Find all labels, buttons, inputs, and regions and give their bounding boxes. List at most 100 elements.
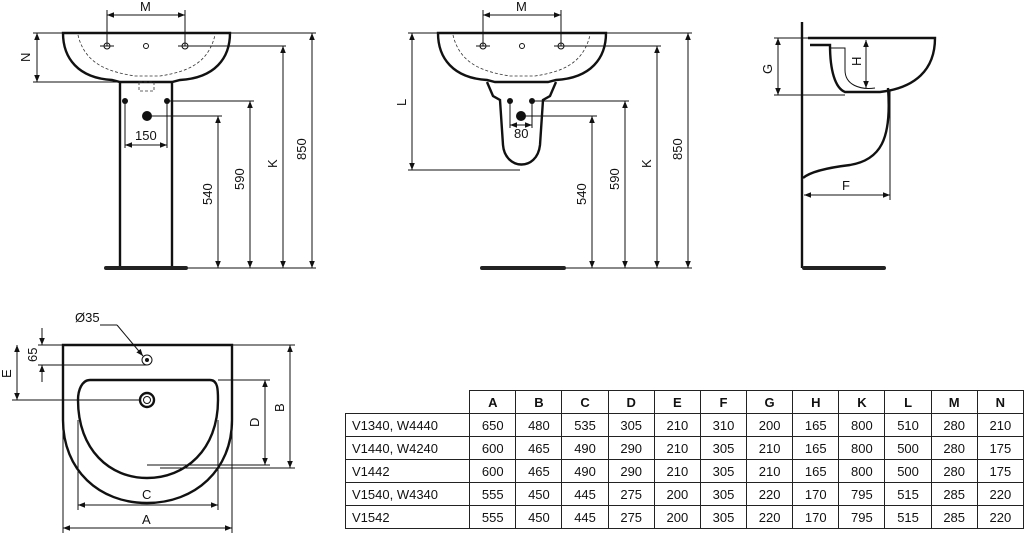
- value-cell: 280: [930, 436, 978, 460]
- column-header: M: [930, 390, 978, 414]
- value-cell: 535: [561, 413, 609, 437]
- value-cell: 510: [884, 413, 932, 437]
- value-cell: 305: [699, 505, 748, 529]
- value-cell: 800: [838, 436, 886, 460]
- top-plan-view: Ø35 65 E D B C A: [0, 310, 295, 533]
- value-cell: 600: [469, 459, 517, 483]
- value-cell: 210: [976, 413, 1024, 437]
- dim-label-k-2: K: [639, 159, 654, 168]
- value-cell: 285: [930, 482, 978, 506]
- dim-label-590: 590: [232, 168, 247, 190]
- value-cell: 200: [653, 505, 701, 529]
- dim-label-65: 65: [25, 348, 40, 362]
- value-cell: 305: [699, 482, 748, 506]
- value-cell: 500: [884, 436, 932, 460]
- dim-label-k: K: [265, 159, 280, 168]
- dim-label-850: 850: [294, 138, 309, 160]
- column-header: C: [561, 390, 609, 414]
- value-cell: 465: [515, 459, 563, 483]
- value-cell: 445: [561, 482, 609, 506]
- dim-label-540: 540: [200, 183, 215, 205]
- column-header: D: [607, 390, 655, 414]
- value-cell: 175: [976, 436, 1024, 460]
- model-cell: V1340, W4440: [344, 413, 471, 437]
- value-cell: 305: [607, 413, 655, 437]
- table-corner: [345, 390, 471, 414]
- model-cell: V1540, W4340: [344, 482, 471, 506]
- column-header: F: [699, 390, 748, 414]
- column-header: L: [884, 390, 932, 414]
- table-header-row: A B C D E F G H K L M N: [345, 390, 1024, 414]
- value-cell: 200: [746, 413, 794, 437]
- dim-label-590-2: 590: [607, 168, 622, 190]
- model-cell: V1542: [344, 505, 471, 529]
- dim-label-h: H: [849, 57, 864, 66]
- value-cell: 165: [792, 413, 840, 437]
- column-header: G: [746, 390, 794, 414]
- value-cell: 490: [561, 436, 609, 460]
- value-cell: 210: [653, 459, 701, 483]
- value-cell: 450: [515, 505, 563, 529]
- dim-label-d: D: [247, 418, 262, 427]
- value-cell: 515: [884, 482, 932, 506]
- dim-label-540-2: 540: [574, 183, 589, 205]
- value-cell: 490: [561, 459, 609, 483]
- value-cell: 210: [746, 459, 794, 483]
- column-header: K: [838, 390, 886, 414]
- side-view: G H F: [760, 22, 937, 270]
- dim-label-b: B: [272, 403, 287, 412]
- dim-label-m: M: [140, 0, 151, 14]
- dim-label-diameter-35: Ø35: [75, 310, 100, 325]
- value-cell: 795: [838, 482, 886, 506]
- value-cell: 450: [515, 482, 563, 506]
- value-cell: 170: [792, 505, 840, 529]
- value-cell: 795: [838, 505, 886, 529]
- dim-label-850-2: 850: [670, 138, 685, 160]
- value-cell: 280: [930, 413, 978, 437]
- dim-label-c: C: [142, 487, 151, 502]
- value-cell: 220: [976, 505, 1024, 529]
- value-cell: 290: [607, 436, 655, 460]
- dim-label-m-2: M: [516, 0, 527, 14]
- value-cell: 310: [699, 413, 748, 437]
- value-cell: 650: [469, 413, 517, 437]
- dim-label-a: A: [142, 512, 151, 527]
- value-cell: 275: [607, 505, 655, 529]
- value-cell: 465: [515, 436, 563, 460]
- value-cell: 210: [746, 436, 794, 460]
- column-header: E: [653, 390, 701, 414]
- value-cell: 600: [469, 436, 517, 460]
- value-cell: 210: [653, 413, 701, 437]
- value-cell: 165: [792, 459, 840, 483]
- column-header: H: [792, 390, 840, 414]
- dim-label-80: 80: [514, 126, 528, 141]
- column-header: A: [469, 390, 517, 414]
- value-cell: 220: [976, 482, 1024, 506]
- value-cell: 280: [930, 459, 978, 483]
- value-cell: 800: [838, 413, 886, 437]
- column-header: B: [515, 390, 563, 414]
- model-cell: V1440, W4240: [344, 436, 471, 460]
- value-cell: 220: [746, 505, 794, 529]
- value-cell: 800: [838, 459, 886, 483]
- value-cell: 165: [792, 436, 840, 460]
- dim-label-l: L: [394, 99, 409, 106]
- value-cell: 275: [607, 482, 655, 506]
- value-cell: 515: [884, 505, 932, 529]
- value-cell: 290: [607, 459, 655, 483]
- model-cell: V1442: [344, 459, 471, 483]
- value-cell: 200: [653, 482, 701, 506]
- value-cell: 285: [930, 505, 978, 529]
- pedestal-basin-front-view: M N 150 540 590 K 850: [18, 0, 316, 270]
- value-cell: 445: [561, 505, 609, 529]
- value-cell: 170: [792, 482, 840, 506]
- dim-label-n: N: [18, 53, 33, 62]
- value-cell: 555: [469, 482, 517, 506]
- value-cell: 210: [653, 436, 701, 460]
- value-cell: 305: [699, 459, 748, 483]
